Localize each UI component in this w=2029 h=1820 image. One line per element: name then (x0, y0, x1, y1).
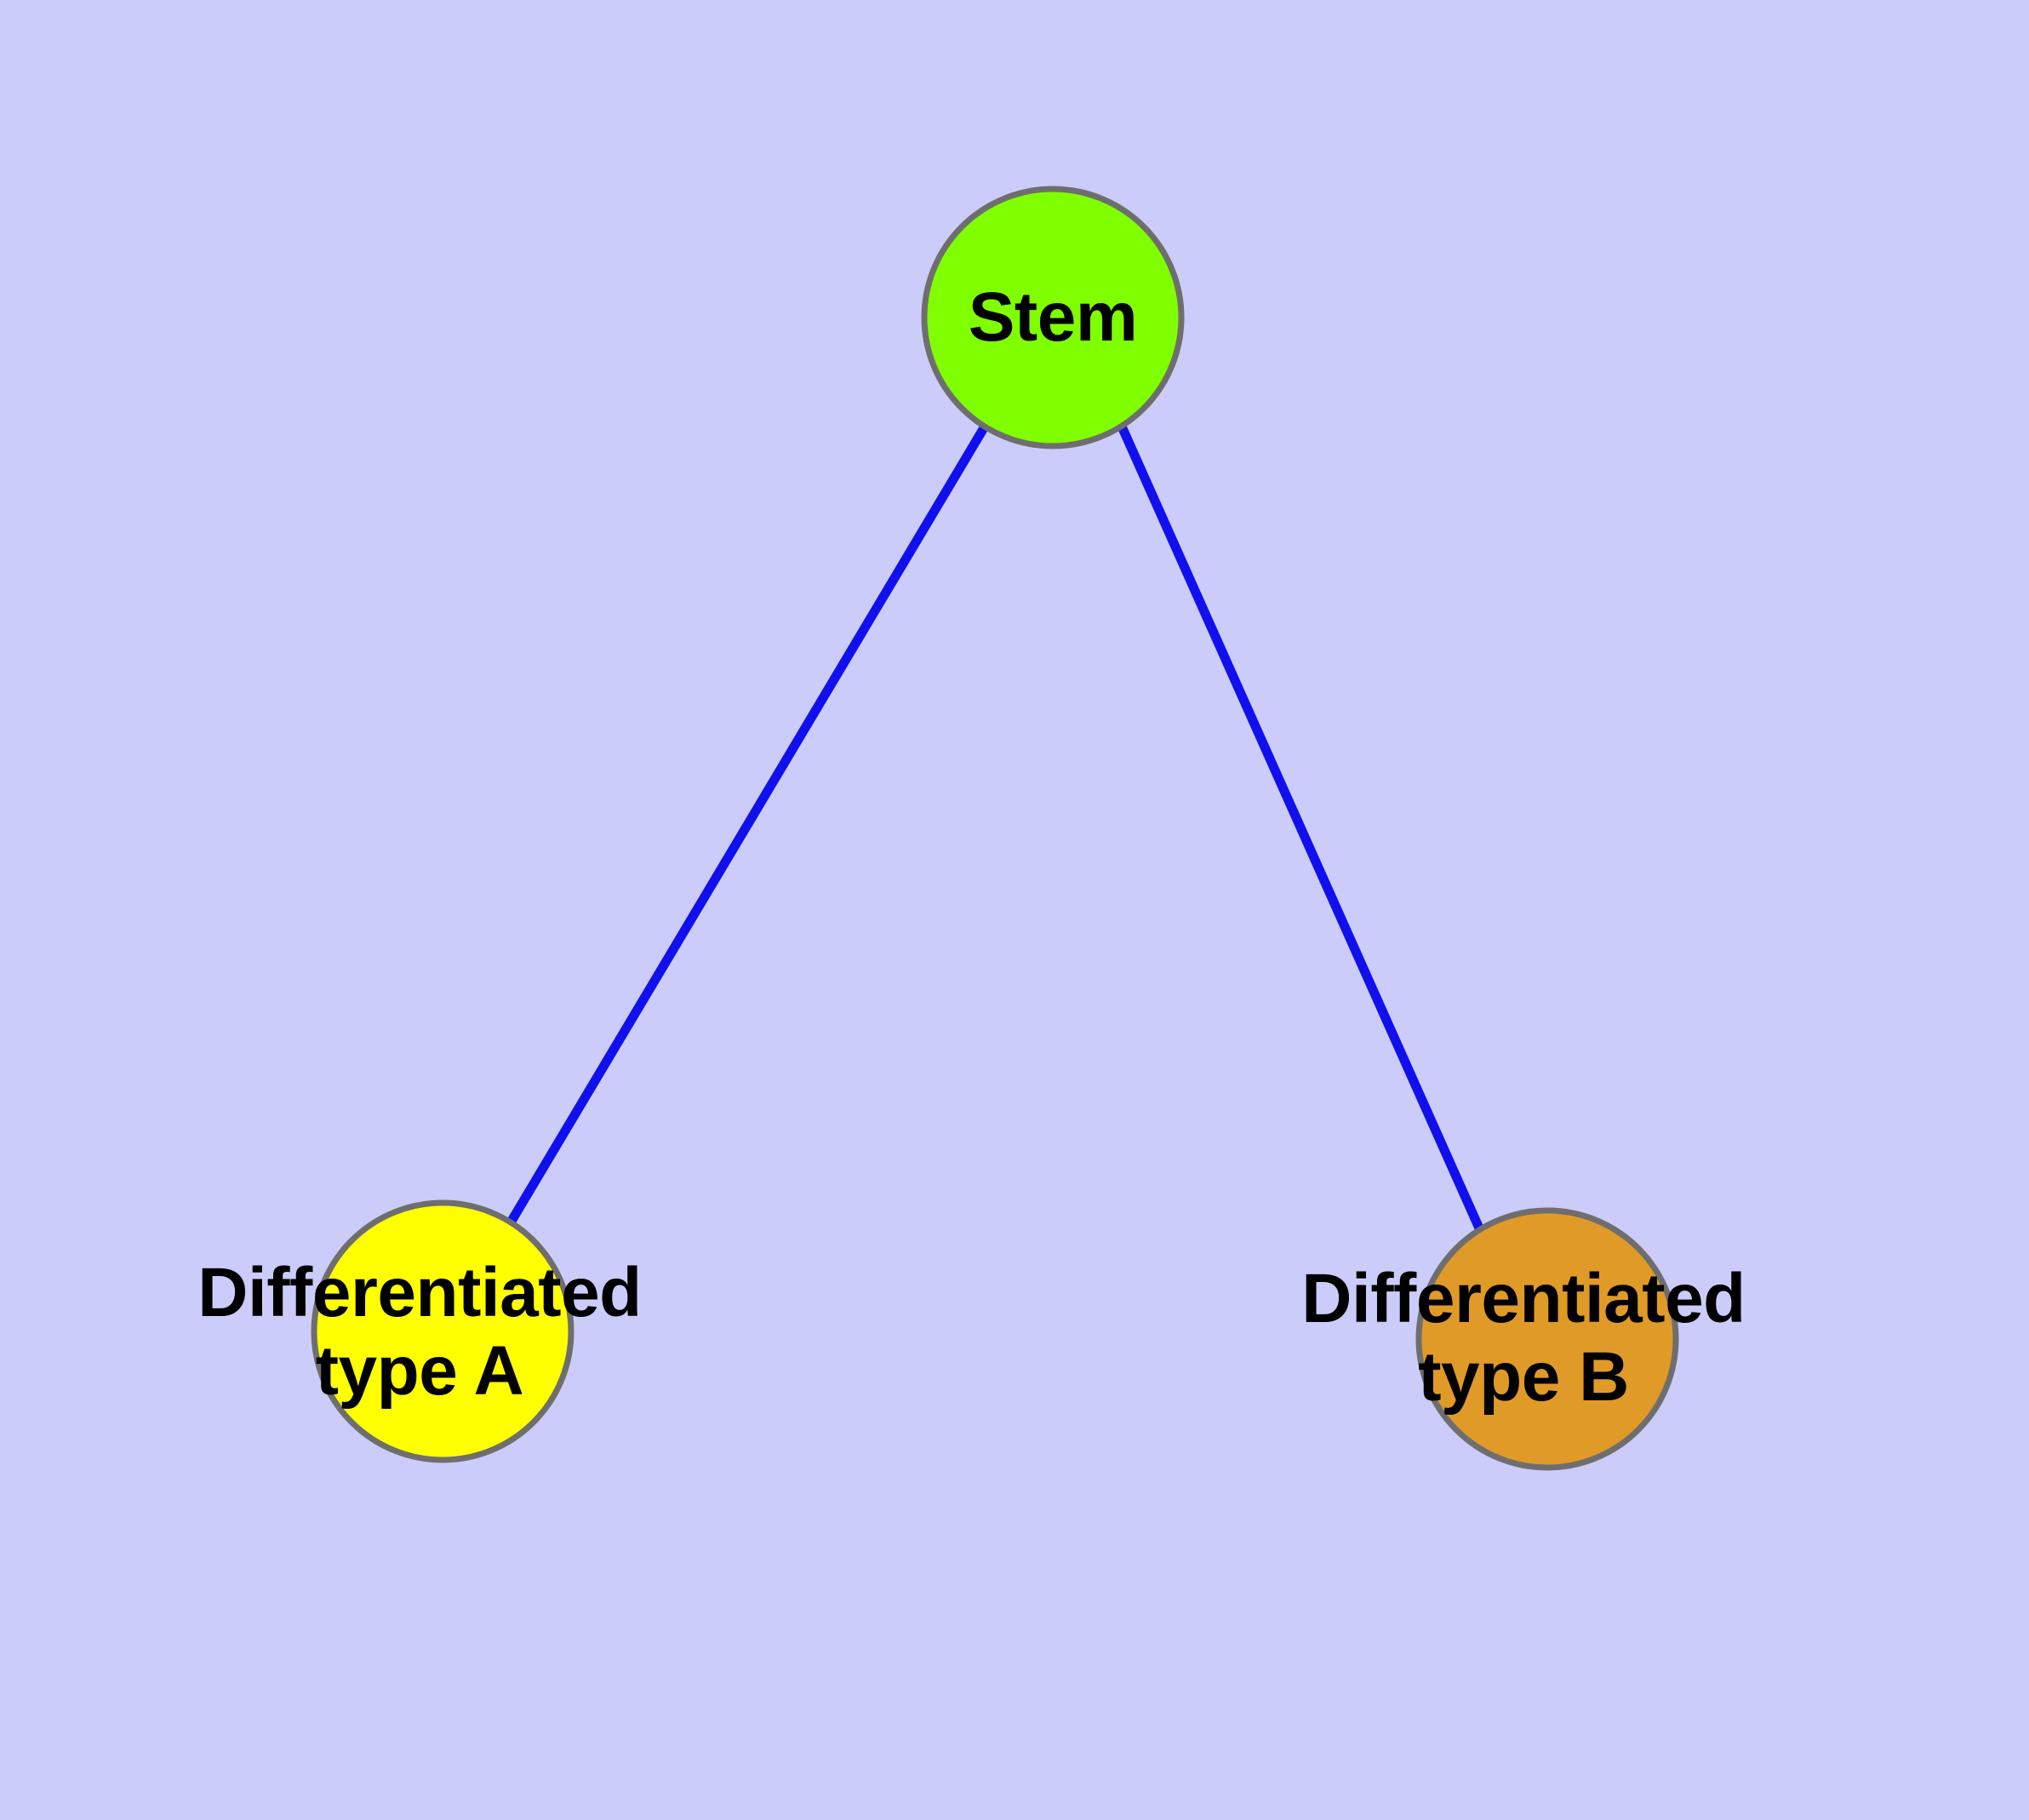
graph-node-stem[interactable] (921, 186, 1185, 449)
graph-edge-stem-to-diff-a (506, 424, 989, 1225)
graph-node-diff-a[interactable] (311, 1199, 574, 1463)
edge-layer (506, 424, 1485, 1233)
node-layer (311, 186, 1679, 1471)
graph-edge-stem-to-diff-b (1117, 424, 1485, 1233)
graph-node-diff-b[interactable] (1415, 1207, 1679, 1471)
